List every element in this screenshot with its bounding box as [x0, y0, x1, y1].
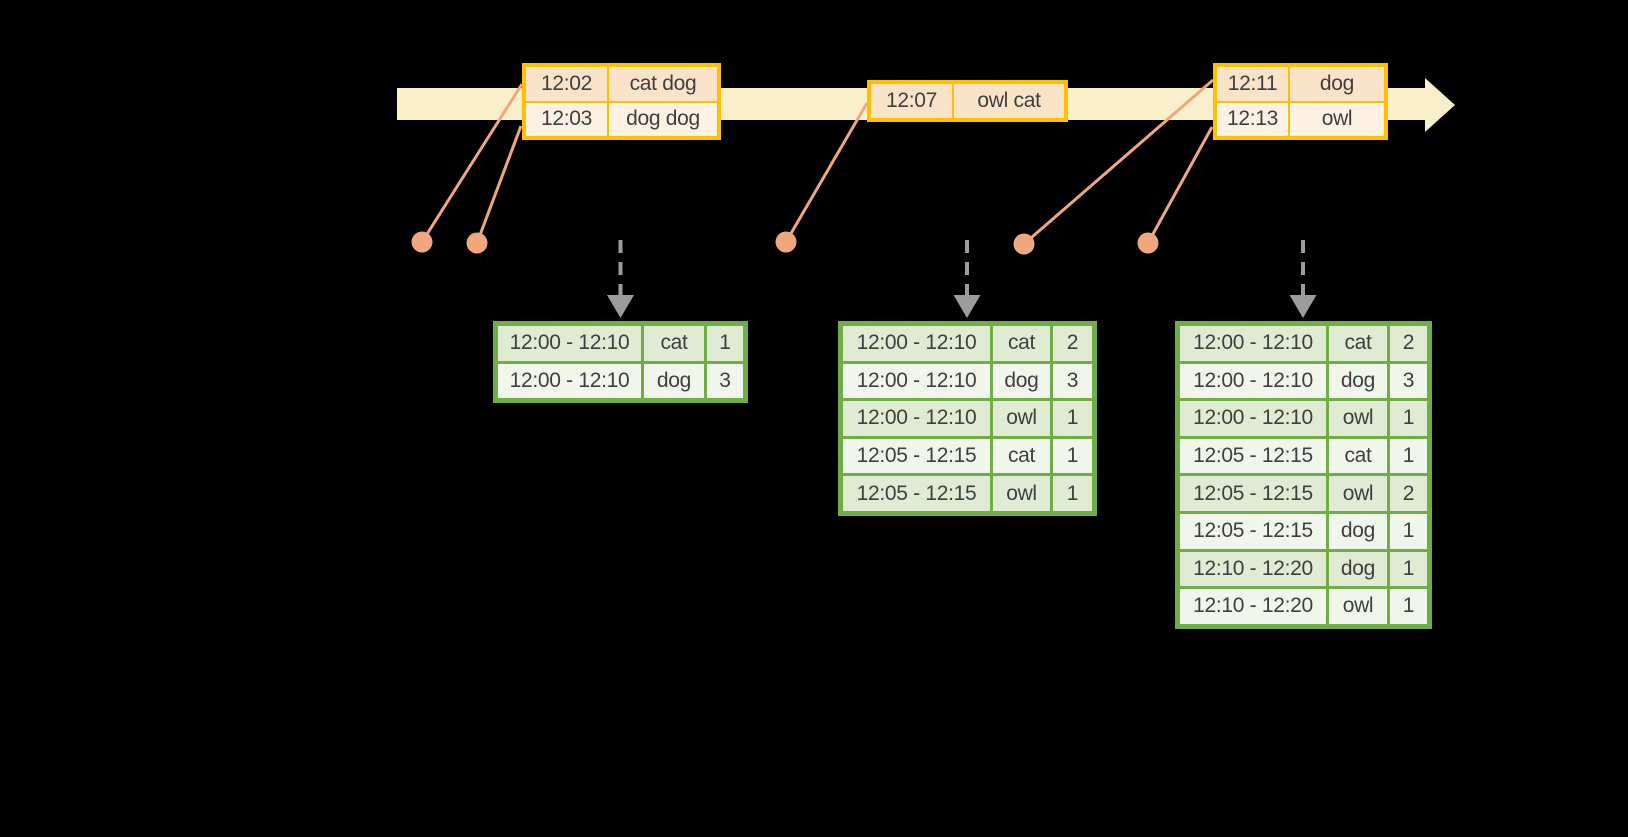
table-cell: 12:00 - 12:10: [843, 326, 990, 361]
table-cell: 1: [1390, 589, 1427, 624]
table-cell: dog: [993, 363, 1050, 399]
event-connector-line: [784, 102, 869, 243]
table-cell: 12:00 - 12:10: [1180, 363, 1326, 399]
table-cell: owl: [1329, 401, 1387, 436]
table-cell: owl: [1329, 589, 1387, 624]
table-cell: owl: [1329, 476, 1387, 511]
table-cell: 12:02: [526, 67, 607, 101]
table-cell: 2: [1053, 326, 1092, 361]
table-cell: 12:00 - 12:10: [843, 363, 990, 399]
table-cell: cat: [1329, 438, 1387, 474]
table-cell: dog: [1329, 551, 1387, 587]
table-cell: 1: [1053, 401, 1092, 436]
table-cell: 12:05 - 12:15: [1180, 513, 1326, 549]
table-cell: 1: [1390, 551, 1427, 587]
event-connector-line: [1023, 78, 1214, 246]
event-connector-line: [475, 125, 523, 244]
table-cell: 12:03: [526, 102, 607, 136]
event-time-dot: [1137, 232, 1159, 254]
table-cell: owl cat: [954, 84, 1064, 118]
table-cell: owl: [993, 401, 1050, 436]
trigger-arrow: [1289, 240, 1317, 318]
table-cell: dog: [644, 363, 704, 399]
table-cell: 3: [707, 363, 743, 399]
table-cell: cat dog: [609, 67, 717, 101]
table-cell: 12:10 - 12:20: [1180, 589, 1326, 624]
table-cell: 12:00 - 12:10: [498, 326, 641, 361]
trigger-arrow: [953, 240, 981, 318]
table-cell: 12:05 - 12:15: [1180, 476, 1326, 511]
table-cell: 12:10 - 12:20: [1180, 551, 1326, 587]
table-cell: 12:00 - 12:10: [843, 401, 990, 436]
table-cell: 12:00 - 12:10: [1180, 401, 1326, 436]
table-cell: 1: [707, 326, 743, 361]
table-cell: cat: [993, 326, 1050, 361]
event-time-dot: [411, 231, 433, 253]
table-cell: owl: [993, 476, 1050, 511]
table-cell: 12:00 - 12:10: [498, 363, 641, 399]
table-cell: 1: [1390, 401, 1427, 436]
table-cell: dog dog: [609, 102, 717, 136]
table-cell: 1: [1053, 438, 1092, 474]
event-connector-line: [1146, 126, 1214, 244]
table-cell: 2: [1390, 476, 1427, 511]
table-cell: 3: [1053, 363, 1092, 399]
table-cell: 12:05 - 12:15: [843, 476, 990, 511]
event-time-dot: [466, 232, 488, 254]
table-cell: 1: [1053, 476, 1092, 511]
table-cell: 12:13: [1217, 102, 1288, 136]
table-cell: cat: [644, 326, 704, 361]
table-cell: owl: [1290, 102, 1384, 136]
table-cell: 2: [1390, 326, 1427, 361]
table-cell: cat: [1329, 326, 1387, 361]
table-cell: 1: [1390, 438, 1427, 474]
table-cell: dog: [1329, 363, 1387, 399]
table-cell: 1: [1390, 513, 1427, 549]
table-cell: 12:11: [1217, 67, 1288, 101]
table-cell: 12:05 - 12:15: [1180, 438, 1326, 474]
event-time-dot: [775, 231, 797, 253]
table-cell: dog: [1290, 67, 1384, 101]
event-time-dot: [1013, 233, 1035, 255]
table-cell: 12:00 - 12:10: [1180, 326, 1326, 361]
table-cell: 3: [1390, 363, 1427, 399]
event-connector-line: [420, 83, 524, 243]
table-cell: cat: [993, 438, 1050, 474]
timeline-arrowhead-icon: [1425, 78, 1455, 132]
trigger-arrow: [607, 240, 634, 318]
table-cell: 12:07: [871, 84, 952, 118]
table-cell: 12:05 - 12:15: [843, 438, 990, 474]
table-cell: dog: [1329, 513, 1387, 549]
